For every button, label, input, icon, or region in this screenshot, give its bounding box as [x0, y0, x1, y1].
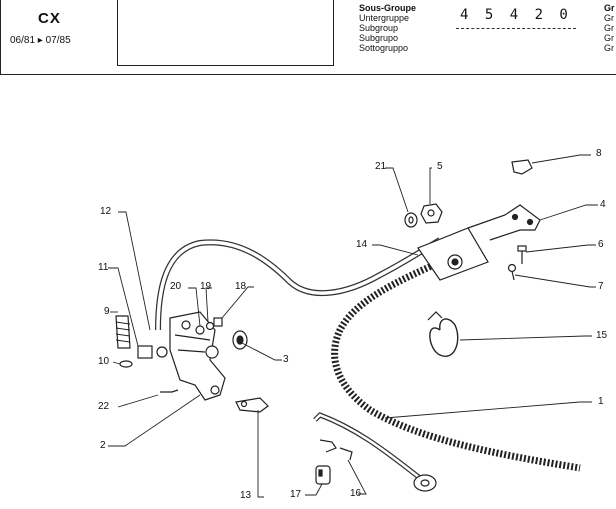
boot-17	[315, 465, 331, 485]
clip-8	[511, 159, 533, 175]
callout-15: 15	[596, 330, 608, 341]
callout-12: 12	[100, 206, 112, 217]
callout-19: 19	[200, 281, 212, 292]
group-title-es: Gr	[604, 33, 614, 43]
callout-3: 3	[283, 354, 289, 365]
callout-9: 9	[104, 306, 110, 317]
callout-2: 2	[100, 440, 106, 451]
date-range: 06/81 ▸ 07/85	[10, 35, 71, 46]
adjuster-11	[137, 345, 153, 359]
group-title-fr: Gr	[604, 3, 615, 13]
part-10	[119, 360, 133, 368]
subgroup-title-es: Subgrupo	[359, 33, 399, 43]
subgroup-title-de: Untergruppe	[359, 13, 410, 23]
callout-6: 6	[598, 239, 604, 250]
callout-17: 17	[290, 489, 302, 500]
clamp-15	[429, 318, 459, 358]
grommet-3	[232, 330, 248, 350]
callout-16: 16	[350, 488, 362, 499]
code-underline	[456, 28, 576, 29]
rod-16	[313, 412, 422, 480]
model-title: CX	[38, 10, 61, 27]
part-19	[205, 321, 215, 331]
callout-21: 21	[375, 161, 387, 172]
subgroup-title-en: Subgroup	[359, 23, 399, 33]
bracket-13	[235, 397, 269, 413]
group-title-de: Gr	[604, 13, 614, 23]
callout-20: 20	[170, 281, 182, 292]
bolt-6	[517, 245, 527, 264]
callout-4: 4	[600, 199, 606, 210]
callout-14: 14	[356, 239, 368, 250]
nut-5	[420, 203, 443, 224]
subgroup-title-it: Sottogruppo	[359, 43, 409, 53]
header-divider	[0, 0, 1, 74]
callout-11: 11	[98, 262, 109, 273]
callout-8: 8	[596, 148, 602, 159]
spring-9	[115, 315, 131, 349]
callout-1: 1	[598, 396, 604, 407]
callout-7: 7	[598, 281, 604, 292]
subgroup-title-fr: Sous-Groupe	[359, 3, 417, 13]
header-bottom-rule	[0, 74, 616, 75]
group-title-en: Gr	[604, 23, 614, 33]
group-title-it: Gr	[604, 43, 614, 53]
washer-21	[404, 212, 418, 228]
callout-18: 18	[235, 281, 247, 292]
part-20	[195, 325, 205, 335]
callout-10: 10	[98, 356, 110, 367]
callout-13: 13	[240, 490, 252, 501]
subgroup-code: 4 5 4 2 0	[460, 7, 572, 23]
callout-22: 22	[98, 401, 110, 412]
screw-7	[507, 263, 517, 281]
bracket-plate	[417, 227, 489, 281]
header-blank-box	[117, 0, 334, 66]
part-22	[160, 389, 179, 393]
leader-lines	[108, 154, 598, 498]
callout-5: 5	[437, 161, 443, 172]
part-18	[213, 317, 223, 327]
spiral-cable	[331, 256, 581, 472]
